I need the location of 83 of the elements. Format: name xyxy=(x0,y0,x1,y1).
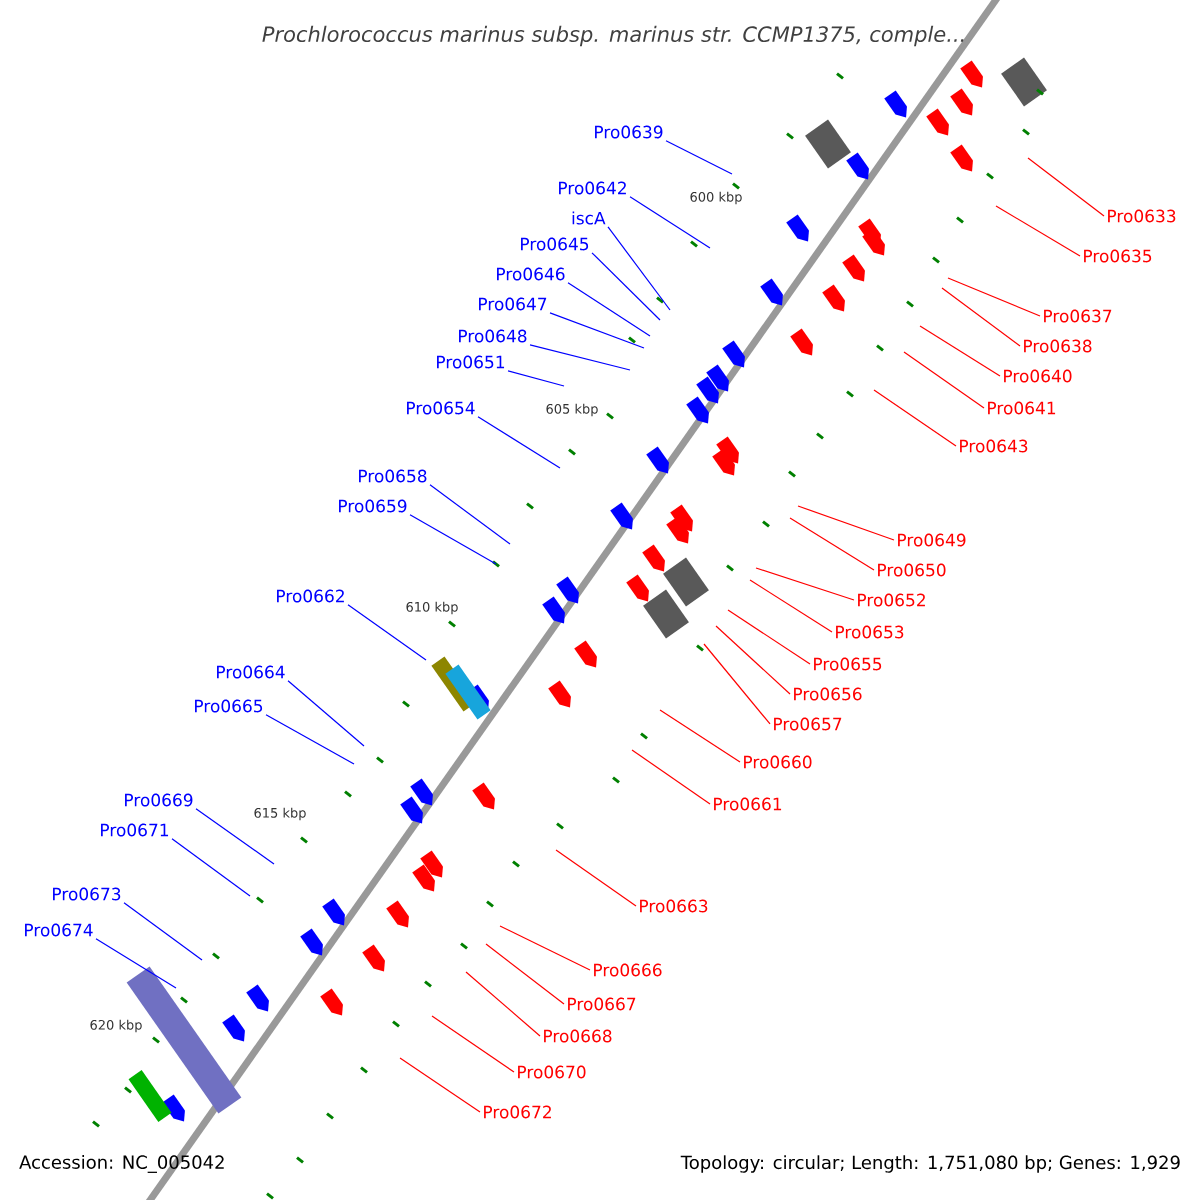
leader-line xyxy=(429,484,511,545)
leader-line xyxy=(507,370,565,387)
accession-text: Accession: NC_005042 xyxy=(19,1155,224,1173)
gene-label: Pro0638 xyxy=(1024,339,1092,353)
gene-label: iscA xyxy=(572,211,606,225)
gene-label: Pro0640 xyxy=(1004,369,1072,383)
summary-text: Topology: circular; Length: 1,751,080 bp; Genes: 1,929 xyxy=(680,1155,1180,1173)
leader-line xyxy=(665,140,733,175)
gene-label: Pro0661 xyxy=(714,797,782,811)
gene-label: Pro0633 xyxy=(1108,209,1176,223)
gene-label: Pro0672 xyxy=(484,1105,551,1119)
leader-line xyxy=(749,579,833,633)
leader-line xyxy=(287,680,365,747)
leader-line xyxy=(1027,157,1105,217)
leader-line xyxy=(797,505,895,541)
gene-label: Pro0648 xyxy=(459,329,527,343)
leader-line xyxy=(485,943,565,1005)
leader-line xyxy=(715,625,791,695)
gene-label: Pro0649 xyxy=(898,533,966,547)
leader-line xyxy=(549,312,645,349)
leader-line xyxy=(727,609,811,665)
leader-line xyxy=(409,514,497,565)
gene-label: Pro0670 xyxy=(518,1065,586,1079)
gene-label: Pro0650 xyxy=(878,563,946,577)
gene-label: Pro0646 xyxy=(497,267,565,281)
gene-label: Pro0671 xyxy=(101,823,169,837)
leader-line xyxy=(607,226,671,311)
gene-label: Pro0652 xyxy=(858,593,925,607)
gene-label: Pro0658 xyxy=(359,469,427,483)
leader-line xyxy=(195,808,275,865)
gene-label: Pro0653 xyxy=(836,625,904,639)
leader-line xyxy=(903,351,985,409)
leader-line xyxy=(465,971,541,1037)
gene-label: Pro0673 xyxy=(53,887,121,901)
leader-line xyxy=(123,902,203,961)
leader-line xyxy=(789,517,875,571)
gene-label: Pro0654 xyxy=(407,401,475,415)
gene-label: Pro0656 xyxy=(794,687,862,701)
gene-label: Pro0641 xyxy=(988,401,1056,415)
leader-line xyxy=(567,282,651,337)
gene-label: Pro0659 xyxy=(339,499,407,513)
leader-line xyxy=(265,714,355,765)
leader-line xyxy=(755,567,855,601)
gene-label: Pro0655 xyxy=(814,657,882,671)
gene-label: Pro0643 xyxy=(960,439,1028,453)
leader-line xyxy=(703,643,771,725)
gene-label: Pro0666 xyxy=(594,963,662,977)
leader-line xyxy=(499,925,591,971)
leader-line xyxy=(347,604,427,661)
leader-line xyxy=(919,325,1001,377)
gene-label: Pro0662 xyxy=(277,589,344,603)
title: Prochlorococcus marinus subsp. marinus str. CCMP1375, comple... xyxy=(262,25,964,47)
gene-label: Pro0642 xyxy=(559,181,626,195)
leader-line xyxy=(631,749,711,805)
leader-line xyxy=(629,196,711,249)
gene-label: Pro0664 xyxy=(217,665,285,679)
gene-label: Pro0639 xyxy=(595,125,663,139)
gene-label: Pro0651 xyxy=(437,355,505,369)
gene-label: Pro0674 xyxy=(25,923,93,937)
gene-label: Pro0657 xyxy=(774,717,842,731)
gene-label: Pro0668 xyxy=(544,1029,612,1043)
leader-line xyxy=(171,838,251,897)
leader-line xyxy=(591,252,661,321)
leader-line xyxy=(477,416,561,469)
gene-label: Pro0660 xyxy=(744,755,812,769)
gene-label: Pro0663 xyxy=(640,899,708,913)
leader-line xyxy=(431,1015,515,1073)
gene-label: Pro0645 xyxy=(521,237,589,251)
gene-label: Pro0635 xyxy=(1084,249,1152,263)
leader-line xyxy=(947,277,1041,317)
gene-label: Pro0669 xyxy=(125,793,193,807)
gene-label: Pro0667 xyxy=(568,997,636,1011)
leader-line xyxy=(873,389,957,447)
leader-line xyxy=(941,287,1021,347)
gene-label: Pro0637 xyxy=(1044,309,1112,323)
gene-label: Pro0647 xyxy=(479,297,547,311)
leader-line xyxy=(555,849,637,907)
leader-line xyxy=(95,938,177,989)
gene-label: Pro0665 xyxy=(195,699,263,713)
leader-line xyxy=(659,709,741,763)
leader-line xyxy=(529,344,631,371)
leader-line xyxy=(399,1057,481,1113)
leader-line xyxy=(995,205,1081,257)
